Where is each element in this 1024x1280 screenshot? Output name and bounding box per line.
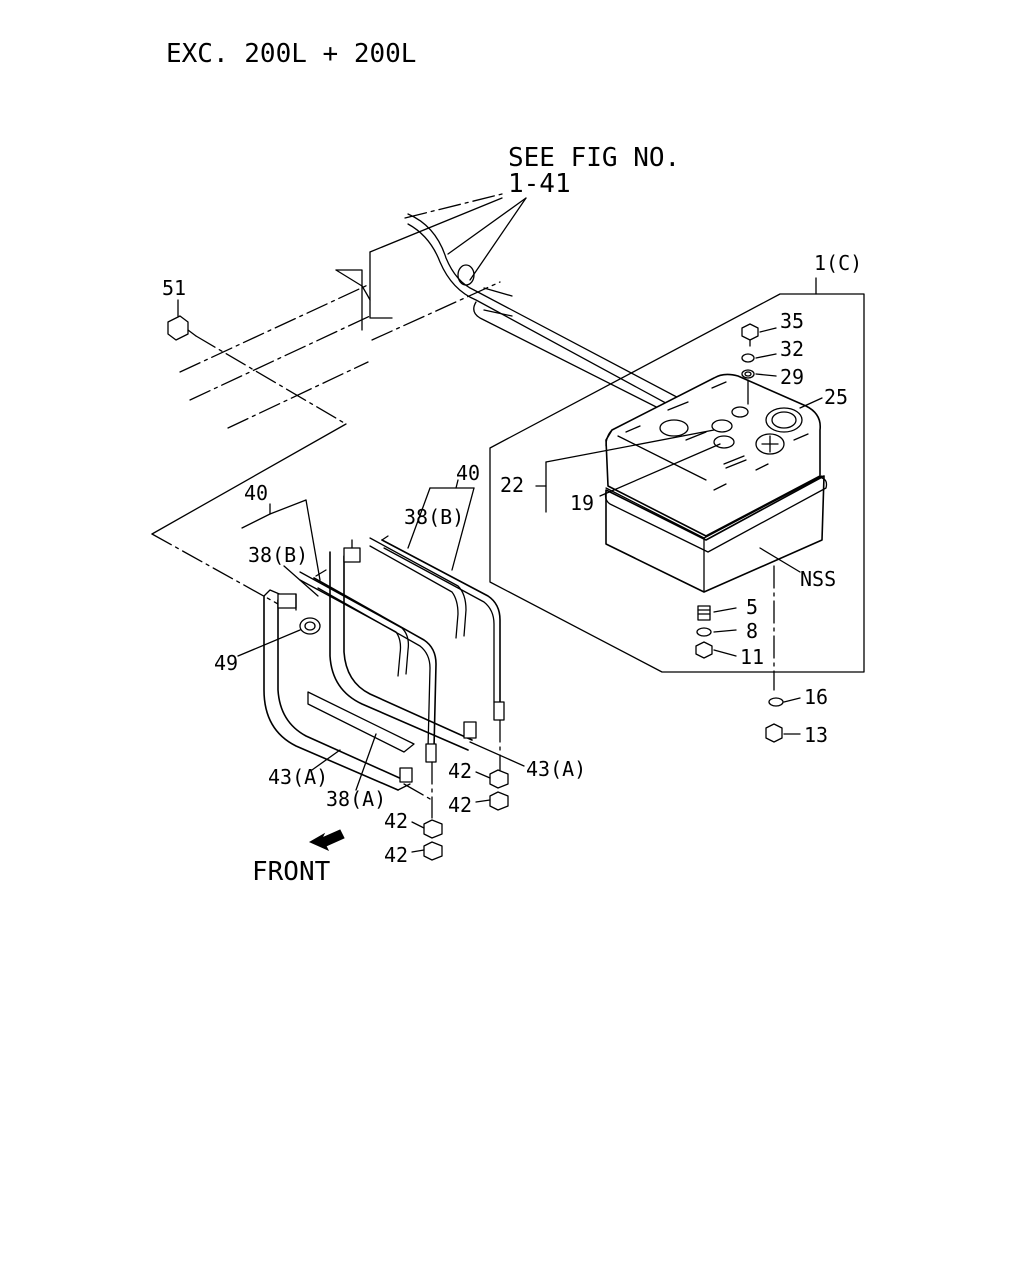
screw-stack (741, 323, 823, 409)
frame-rail (179, 193, 503, 429)
rear-bracket (329, 539, 477, 751)
fuel-tank (604, 373, 828, 593)
callout-40-right: 40 (456, 461, 480, 485)
callout-11: 11 (740, 645, 764, 669)
front-arrow-icon (308, 829, 345, 852)
bolt-51 (167, 299, 347, 425)
callout-13: 13 (804, 723, 828, 747)
see-fig-note: SEE FIG NO. (508, 143, 680, 173)
callout-40-left: 40 (244, 481, 268, 505)
tank-assembly-outline (489, 277, 865, 673)
callout-8: 8 (746, 619, 758, 643)
callout-42-a: 42 (448, 759, 472, 783)
callout-nss: NSS (800, 567, 836, 591)
callout-19: 19 (570, 491, 594, 515)
callout-42-d: 42 (384, 843, 408, 867)
callout-42-b: 42 (448, 793, 472, 817)
callout-35: 35 (780, 309, 804, 333)
tie-rod-left (313, 569, 437, 763)
leader-43a-38a (311, 733, 525, 791)
front-label: FRONT (252, 857, 331, 887)
diagram-title: EXC. 200L + 200L (166, 39, 416, 69)
fuel-lines (407, 213, 691, 425)
callout-22: 22 (500, 473, 524, 497)
callout-49: 49 (214, 651, 238, 675)
callout-42-c: 42 (384, 809, 408, 833)
drain-16-13 (765, 565, 801, 743)
callout-43a-right: 43(A) (526, 757, 586, 781)
callout-38a: 38(A) (326, 787, 386, 811)
callout-25: 25 (824, 385, 848, 409)
leader-22-19 (535, 429, 721, 513)
callout-1c: 1(C) (814, 251, 862, 275)
leader-nss (759, 547, 801, 573)
nuts-42 (403, 719, 509, 861)
bracket-group-outline (151, 423, 347, 605)
see-fig-leader (447, 197, 527, 281)
callout-38b-left: 38(B) (248, 543, 308, 567)
callout-38b-right: 38(B) (404, 505, 464, 529)
nut-49 (237, 617, 321, 657)
see-fig-number: 1-41 (508, 169, 571, 199)
callout-43a-left: 43(A) (268, 765, 328, 789)
front-bracket (263, 589, 415, 791)
callout-16: 16 (804, 685, 828, 709)
leader-40-38b (241, 479, 475, 597)
rubber-strip-38b (299, 537, 467, 677)
tie-rod-right (381, 535, 505, 721)
callout-5: 5 (746, 595, 758, 619)
callout-29: 29 (780, 365, 804, 389)
callout-32: 32 (780, 337, 804, 361)
callout-51: 51 (162, 276, 186, 300)
drain-plug-stack (695, 605, 737, 659)
